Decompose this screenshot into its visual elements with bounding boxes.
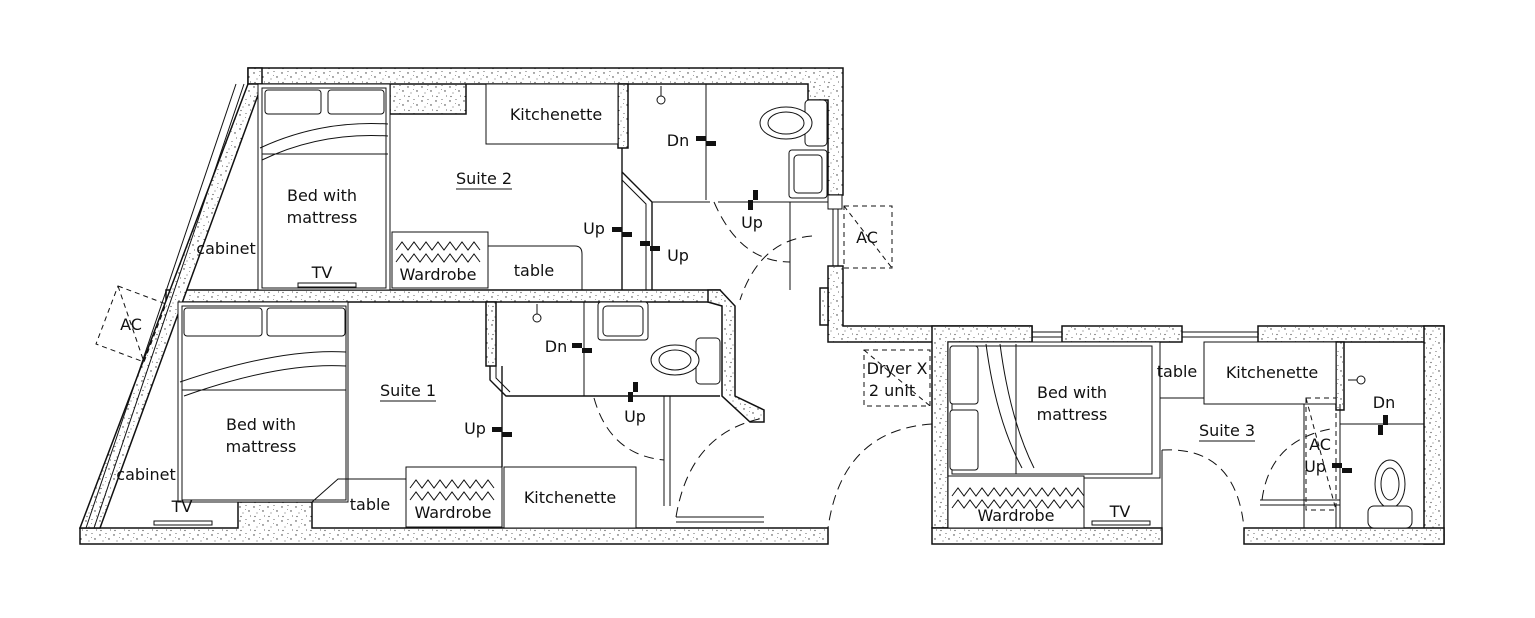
kitchenette-suite-1[interactable]	[503, 466, 637, 529]
suite-1: Bed with mattress TV cabinet AC Suite 1 …	[95, 285, 765, 529]
ac-unit-suite-3[interactable]	[1305, 397, 1337, 511]
shower-head-suite-1	[532, 304, 542, 323]
table-suite-2[interactable]	[488, 245, 583, 290]
suite-2-title: Suite 2	[456, 169, 512, 188]
kitchenette-suite-3[interactable]	[1203, 341, 1337, 405]
kitchenette-suite-2[interactable]	[485, 83, 619, 145]
dn-label-suite-2: Dn	[667, 131, 689, 150]
tv-label-suite-3: TV	[1109, 502, 1131, 521]
toilet-suite-2[interactable]	[759, 99, 828, 147]
door-swing-suite-3-entry	[1161, 449, 1245, 529]
cabinet-label-suite-2: cabinet	[196, 239, 255, 258]
stair-area-suite-2	[621, 84, 828, 290]
table-label-suite-2: table	[514, 261, 555, 280]
wardrobe-label-suite-2: Wardrobe	[399, 265, 476, 284]
suite-1-title: Suite 1	[380, 381, 436, 400]
dryer-unit[interactable]	[863, 349, 931, 407]
wardrobe-suite-1[interactable]	[405, 466, 503, 528]
table-label-suite-1: table	[350, 495, 391, 514]
shower-head-suite-3	[1348, 375, 1366, 385]
up-label-suite-2-b: Up	[667, 246, 689, 265]
door-swing-suite-1	[593, 397, 665, 461]
tv-suite-3	[1091, 520, 1151, 526]
up-label-suite-2-c: Up	[741, 213, 763, 232]
up-label-suite-3: Up	[1304, 457, 1326, 476]
up-label-suite-1-b: Up	[464, 419, 486, 438]
bed-label-suite-1-line1: Bed with	[226, 415, 296, 434]
window-frames	[85, 83, 1258, 529]
ac-unit-suite-1[interactable]	[95, 285, 167, 363]
ac-label-suite-1: AC	[120, 315, 142, 334]
sink-suite-2[interactable]	[788, 149, 828, 199]
kitchenette-label-suite-3: Kitchenette	[1226, 363, 1318, 382]
tv-label-suite-2: TV	[311, 263, 333, 282]
door-swing-suite-2-corridor	[739, 235, 813, 301]
suite-3: Bed with mattress Wardrobe TV table Kitc…	[947, 341, 1424, 529]
wardrobe-suite-3[interactable]	[947, 475, 1085, 529]
toilet-suite-1[interactable]	[650, 337, 721, 385]
wardrobe-label-suite-3: Wardrobe	[977, 506, 1054, 525]
ac-label-suite-3: AC	[1309, 435, 1331, 454]
tv-suite-2	[297, 282, 357, 288]
bed-suite-2[interactable]	[257, 83, 391, 291]
table-suite-1[interactable]	[311, 478, 406, 503]
bed-label-suite-1-line2: mattress	[226, 437, 297, 456]
door-swing-corridor	[827, 423, 933, 529]
door-swing-suite-3-bath	[1261, 427, 1337, 501]
wardrobe-suite-2[interactable]	[391, 231, 489, 289]
table-label-suite-3: table	[1157, 362, 1198, 381]
tv-suite-1	[153, 520, 213, 526]
bed-label-suite-2-line2: mattress	[287, 208, 358, 227]
up-label-suite-1-a: Up	[624, 407, 646, 426]
corridor: Dryer X 2 unit	[827, 349, 933, 529]
door-swing-suite-2	[713, 201, 791, 263]
door-swing-suite-1-entry	[675, 417, 765, 518]
suite-3-title: Suite 3	[1199, 421, 1255, 440]
toilet-suite-3[interactable]	[1367, 459, 1413, 529]
sink-suite-1[interactable]	[597, 301, 649, 341]
bed-suite-3[interactable]	[947, 341, 1161, 479]
ac-unit-suite-2[interactable]	[843, 205, 893, 269]
dryer-label-line1: Dryer X	[867, 359, 928, 378]
shower-head-suite-2	[656, 86, 666, 105]
dn-label-suite-1: Dn	[545, 337, 567, 356]
suite-2: Bed with mattress TV cabinet Kitchenette…	[196, 83, 893, 301]
walls	[78, 67, 1445, 545]
bed-label-suite-2-line1: Bed with	[287, 186, 357, 205]
kitchenette-label-suite-1: Kitchenette	[524, 488, 616, 507]
bed-suite-1[interactable]	[177, 301, 349, 503]
bed-label-suite-3-line1: Bed with	[1037, 383, 1107, 402]
ac-label-suite-2: AC	[856, 228, 878, 247]
kitchenette-label-suite-2: Kitchenette	[510, 105, 602, 124]
bed-label-suite-3-line2: mattress	[1037, 405, 1108, 424]
cabinet-label-suite-1: cabinet	[116, 465, 175, 484]
tv-label-suite-1: TV	[171, 497, 193, 516]
up-label-suite-2-a: Up	[583, 219, 605, 238]
wardrobe-label-suite-1: Wardrobe	[414, 503, 491, 522]
dryer-label-line2: 2 unit	[869, 381, 915, 400]
dn-label-suite-3: Dn	[1373, 393, 1395, 412]
